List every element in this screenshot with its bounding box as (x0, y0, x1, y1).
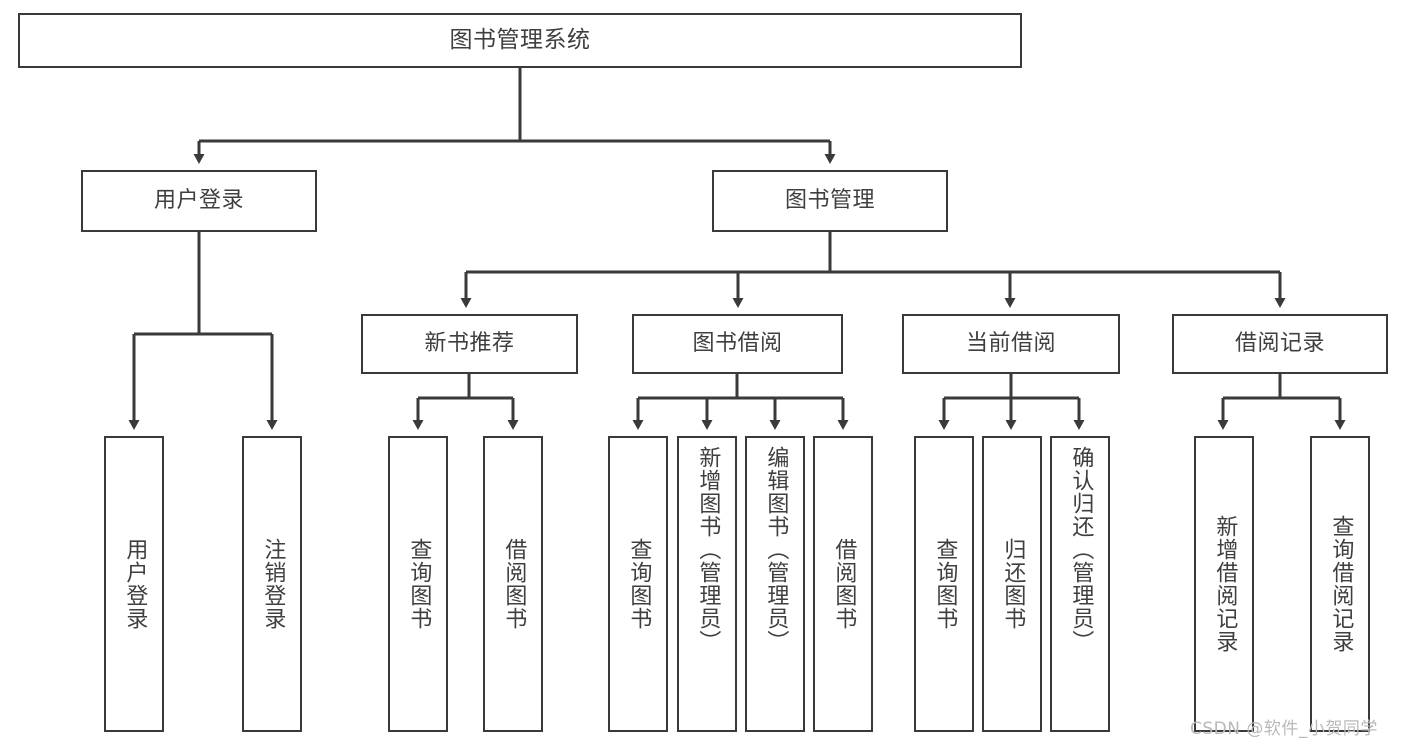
watermark-text: CSDN @软件_小贺同学 (1190, 719, 1378, 739)
node-book-borrow[interactable]: 图书借阅 (632, 314, 843, 374)
leaf-query-book-borrow[interactable]: 查询图书 (608, 436, 668, 732)
node-label: 注销登录 (260, 538, 286, 630)
leaf-query-book-recommend[interactable]: 查询图书 (388, 436, 448, 732)
node-label: 查询图书 (932, 538, 958, 630)
node-current-borrow[interactable]: 当前借阅 (902, 314, 1120, 374)
node-label: 图书借阅 (692, 330, 783, 356)
node-label: 确认归还（管理员） (1068, 446, 1094, 653)
node-label: 新书推荐 (424, 330, 515, 356)
leaf-query-borrow-record[interactable]: 查询借阅记录 (1310, 436, 1370, 732)
node-label: 借阅记录 (1234, 330, 1325, 356)
leaf-borrow-book-recommend[interactable]: 借阅图书 (483, 436, 543, 732)
node-borrow-record[interactable]: 借阅记录 (1172, 314, 1388, 374)
leaf-confirm-return-admin[interactable]: 确认归还（管理员） (1050, 436, 1110, 732)
leaf-logout[interactable]: 注销登录 (242, 436, 302, 732)
leaf-query-book-current[interactable]: 查询图书 (914, 436, 974, 732)
node-label: 查询借阅记录 (1328, 515, 1354, 653)
node-label: 图书管理系统 (449, 26, 591, 53)
leaf-borrow-book[interactable]: 借阅图书 (813, 436, 873, 732)
node-label: 查询图书 (626, 538, 652, 630)
leaf-return-book[interactable]: 归还图书 (982, 436, 1042, 732)
node-book-management[interactable]: 图书管理 (712, 170, 948, 232)
leaf-add-book-admin[interactable]: 新增图书（管理员） (677, 436, 737, 732)
node-label: 查询图书 (406, 538, 432, 630)
node-user-login[interactable]: 用户登录 (81, 170, 317, 232)
node-label: 当前借阅 (965, 330, 1056, 356)
node-root-system[interactable]: 图书管理系统 (18, 13, 1022, 68)
node-label: 用户登录 (122, 538, 148, 630)
node-label: 图书管理 (784, 187, 875, 213)
node-new-book-recommend[interactable]: 新书推荐 (361, 314, 578, 374)
leaf-add-borrow-record[interactable]: 新增借阅记录 (1194, 436, 1254, 732)
node-label: 新增图书（管理员） (695, 446, 721, 653)
node-label: 借阅图书 (831, 538, 857, 630)
leaf-edit-book-admin[interactable]: 编辑图书（管理员） (745, 436, 805, 732)
node-label: 编辑图书（管理员） (763, 446, 789, 653)
leaf-user-login[interactable]: 用户登录 (104, 436, 164, 732)
node-label: 新增借阅记录 (1212, 515, 1238, 653)
node-label: 用户登录 (153, 187, 244, 213)
node-label: 借阅图书 (501, 538, 527, 630)
node-label: 归还图书 (1000, 538, 1026, 630)
